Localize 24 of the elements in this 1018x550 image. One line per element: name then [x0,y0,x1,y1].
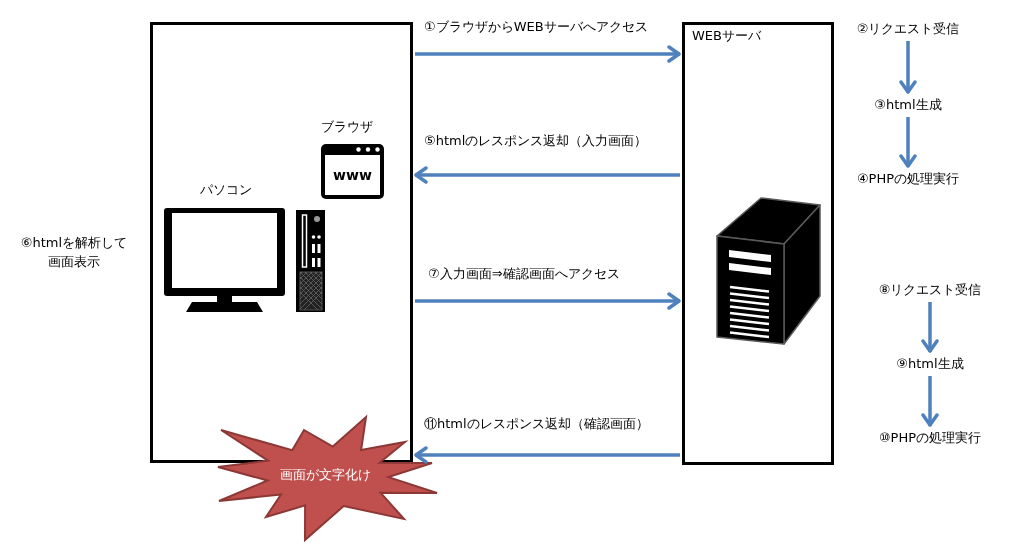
step-text: ⑧リクエスト受信 [878,280,982,300]
arrow [415,292,681,310]
edge-label: ⑦入力画面⇒確認画面へアクセス [428,266,620,282]
arrow [414,446,680,464]
arrow [415,45,681,63]
arrow [921,376,939,427]
server-panel [682,22,834,465]
arrow [414,166,680,184]
note-text: ⑥htmlを解析して画面表示 [19,234,129,271]
step-text: ②リクエスト受信 [856,19,960,39]
browser-caption: ブラウザ [321,119,373,135]
starburst-text: 画面が文字化け [279,467,371,483]
arrow [921,302,939,353]
arrow [899,117,917,168]
step-text: ③html生成 [874,95,942,115]
edge-label: ①ブラウザからWEBサーバへアクセス [424,19,648,35]
step-text: ⑩PHPの処理実行 [878,428,982,448]
panel-heading: WEBサーバ [692,28,761,44]
browser-window-text: www [333,167,372,183]
pc-caption: パソコン [200,182,252,198]
arrow [899,41,917,94]
step-text: ⑨html生成 [896,354,964,374]
pc-panel [150,22,413,463]
step-text: ④PHPの処理実行 [856,169,960,189]
